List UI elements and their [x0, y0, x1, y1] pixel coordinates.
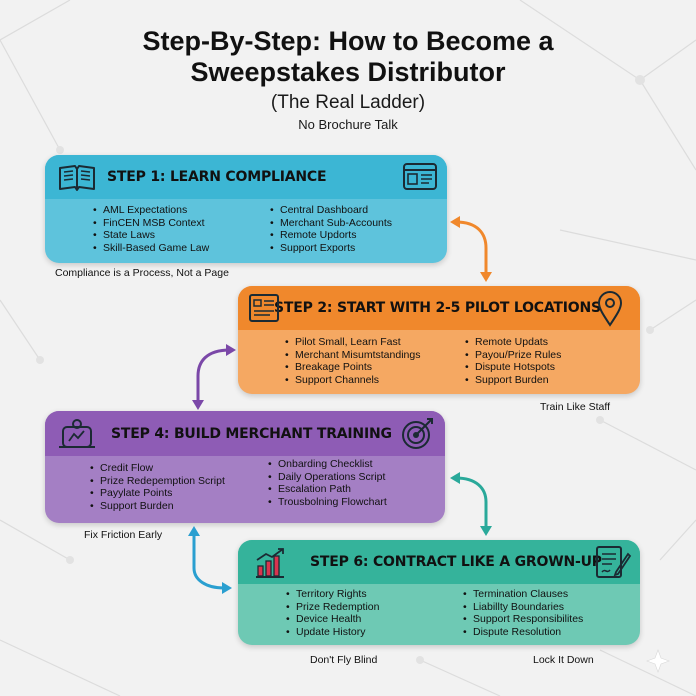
list-item: Credit Flow — [90, 462, 225, 475]
list-item: Merchant Sub-Accounts — [270, 217, 392, 230]
list-item: Payou/Prize Rules — [465, 349, 561, 362]
title-line-2: Sweepstakes Distributor — [190, 57, 506, 87]
list-item: Escalation Path — [268, 483, 387, 496]
connector-arrow-step1-step2 — [450, 216, 492, 282]
dashboard-icon — [403, 163, 437, 190]
list-item: Remote Updorts — [270, 229, 392, 242]
page-subtitle: (The Real Ladder) — [270, 92, 426, 113]
step-4-note: Fix Friction Early — [84, 529, 163, 541]
step-2-right-list: Remote Updats Payou/Prize Rules Dispute … — [465, 336, 561, 386]
list-item: Update History — [286, 626, 379, 639]
list-item: FinCEN MSB Context — [93, 217, 209, 230]
connector-arrow-step4-step6-left — [188, 526, 232, 594]
list-item: Central Dashboard — [270, 204, 392, 217]
list-item: Payylate Points — [90, 487, 225, 500]
step-4-right-list: Onbarding Checklist Daily Operations Scr… — [268, 458, 387, 508]
list-item: Dispute Resolution — [463, 626, 583, 639]
list-item: Pilot Small, Learn Fast — [285, 336, 420, 349]
step-4-left-list: Credit Flow Prize Redepemption Script Pa… — [90, 462, 225, 512]
step-1-note: Compliance is a Process, Not a Page — [55, 267, 229, 279]
list-item: Prize Redepemption Script — [90, 475, 225, 488]
list-item: Device Health — [286, 613, 379, 626]
step-4-body: Credit Flow Prize Redepemption Script Pa… — [45, 456, 445, 523]
step-2-left-list: Pilot Small, Learn Fast Merchant Misumts… — [285, 336, 420, 386]
list-item: Remote Updats — [465, 336, 561, 349]
step-6-body: Territory Rights Prize Redemption Device… — [238, 584, 640, 645]
list-item: Support Burden — [465, 374, 561, 387]
step-6-title: STEP 6: CONTRACT LIKE A GROWN-UP — [310, 554, 602, 570]
step-4-title: STEP 4: BUILD MERCHANT TRAINING — [111, 425, 392, 442]
target-icon — [402, 418, 433, 449]
step-1-header: STEP 1: LEARN COMPLIANCE — [45, 155, 447, 199]
step-6-left-list: Territory Rights Prize Redemption Device… — [286, 588, 379, 638]
step-6-note-right: Lock It Down — [533, 654, 594, 666]
step-1-left-list: AML Expectations FinCEN MSB Context Stat… — [93, 204, 209, 254]
step-2-body: Pilot Small, Learn Fast Merchant Misumts… — [238, 330, 640, 394]
step-6-right-list: Termination Clauses Liabillty Boundaries… — [463, 588, 583, 638]
list-item: Breakage Points — [285, 361, 420, 374]
list-item: Support Channels — [285, 374, 420, 387]
list-item: Support Exports — [270, 242, 392, 255]
step-2-note: Train Like Staff — [540, 401, 611, 413]
list-item: Liabillty Boundaries — [463, 601, 583, 614]
list-item: Prize Redemption — [286, 601, 379, 614]
step-4-card: STEP 4: BUILD MERCHANT TRAINING Credit F… — [45, 411, 445, 523]
list-item: AML Expectations — [93, 204, 209, 217]
list-item: Termination Clauses — [463, 588, 583, 601]
step-6-header: STEP 6: CONTRACT LIKE A GROWN-UP — [238, 540, 640, 584]
step-2-card: STEP 2: START WITH 2-5 PILOT LOCATIONS P… — [238, 286, 640, 394]
training-icon — [59, 419, 95, 448]
list-item: Support Burden — [90, 500, 225, 513]
location-pin-icon — [597, 291, 623, 327]
step-4-header: STEP 4: BUILD MERCHANT TRAINING — [45, 411, 445, 456]
list-item: Support Responsibilites — [463, 613, 583, 626]
list-item: Merchant Misumtstandings — [285, 349, 420, 362]
list-item: Onbarding Checklist — [268, 458, 387, 471]
step-2-header: STEP 2: START WITH 2-5 PILOT LOCATIONS — [238, 286, 640, 330]
page-tagline: No Brochure Talk — [298, 117, 398, 132]
connector-arrow-step4-step6 — [450, 472, 492, 536]
step-1-title: STEP 1: LEARN COMPLIANCE — [107, 169, 327, 185]
checklist-icon — [249, 294, 279, 322]
step-1-right-list: Central Dashboard Merchant Sub-Accounts … — [270, 204, 392, 254]
step-6-card: STEP 6: CONTRACT LIKE A GROWN-UP Territo… — [238, 540, 640, 645]
list-item: Trousbolning Flowchart — [268, 496, 387, 509]
page-title: Step-By-Step: How to Become a Sweepstake… — [0, 26, 696, 88]
list-item: Skill-Based Game Law — [93, 242, 209, 255]
step-1-body: AML Expectations FinCEN MSB Context Stat… — [45, 199, 447, 263]
step-6-note-left: Don't Fly Blind — [310, 654, 378, 666]
contract-icon — [596, 546, 632, 578]
book-icon — [59, 165, 95, 191]
step-2-title: STEP 2: START WITH 2-5 PILOT LOCATIONS — [274, 300, 601, 316]
list-item: State Laws — [93, 229, 209, 242]
growth-chart-icon — [256, 548, 284, 578]
connector-arrow-step2-step4 — [192, 344, 236, 410]
title-line-1: Step-By-Step: How to Become a — [142, 26, 554, 56]
list-item: Daily Operations Script — [268, 471, 387, 484]
list-item: Territory Rights — [286, 588, 379, 601]
list-item: Dispute Hotspots — [465, 361, 561, 374]
step-1-card: STEP 1: LEARN COMPLIANCE AML Expectation… — [45, 155, 447, 263]
